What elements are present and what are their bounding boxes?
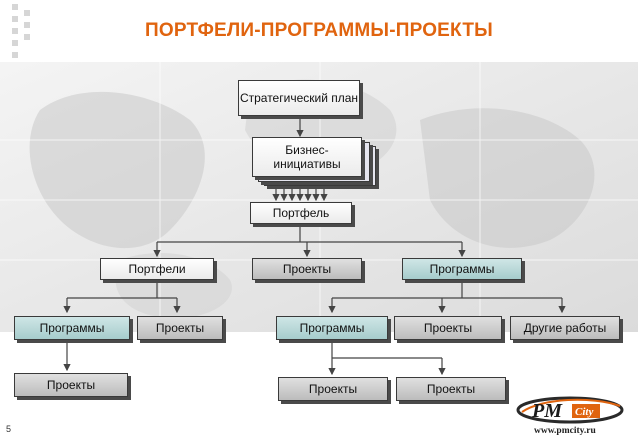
projects-center-node: Проекты [394,316,502,340]
projects-mid-node: Проекты [252,258,362,280]
portfolios-node: Портфели [100,258,214,280]
strategic-plan-node: Стратегический план [238,80,360,116]
projects-bottom-b-node: Проекты [396,377,506,401]
business-initiatives-node: Бизнес-инициативы [252,137,362,177]
programs-center-node: Программы [276,316,388,340]
programs-mid-node: Программы [402,258,522,280]
slide-title: ПОРТФЕЛИ-ПРОГРАММЫ-ПРОЕКТЫ [145,20,493,41]
projects-bottom-left-node: Проекты [14,373,128,397]
pmcity-logo: PM City [516,396,624,424]
projects-bottom-a-node: Проекты [278,377,388,401]
page-number: 5 [6,424,12,434]
projects-left-node: Проекты [137,316,223,340]
svg-text:PM: PM [531,400,563,422]
website-url: www.pmcity.ru [534,426,596,436]
programs-left-node: Программы [14,316,130,340]
portfolio-node: Портфель [250,202,352,224]
other-work-node: Другие работы [510,316,620,340]
svg-text:City: City [575,406,593,418]
